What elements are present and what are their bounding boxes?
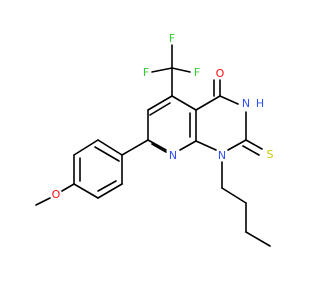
bond-ar5-ar6-double	[97, 180, 117, 192]
nitrogen-label-n3: N	[242, 97, 250, 110]
bond-cc-cd	[245, 231, 271, 247]
bond-ar5-ar6	[97, 183, 123, 199]
bond-c7-aryl	[121, 139, 149, 156]
bond-c7-n8	[147, 139, 167, 151]
bond-c7-n8-double	[151, 143, 167, 153]
bond-c5-c6	[147, 95, 173, 111]
bond-c4-n3	[219, 95, 239, 105]
bond-c2-n1	[227, 139, 247, 151]
molecule-diagram: F F F O N H S N N O	[35, 32, 274, 247]
bond-ar4-ar5	[73, 183, 99, 199]
atom-labels: F F F O N H S N N O	[52, 32, 274, 201]
molecule-structure: F F F O N H S N N O	[35, 32, 274, 247]
bond-cf3-left	[151, 67, 173, 73]
nitrogen-label-pyridine: N	[169, 149, 177, 162]
bond-c4a-c5	[171, 95, 197, 111]
oxygen-label-methoxy: O	[52, 188, 61, 201]
bond-n1-c8a	[195, 140, 217, 151]
bond-ar4-o	[61, 183, 75, 192]
fluorine-label-left: F	[143, 66, 149, 79]
bond-n8-c8a	[179, 140, 197, 151]
bond-ar1-ar2-double	[94, 146, 120, 162]
oxygen-label-carbonyl: O	[216, 67, 225, 80]
sulfur-label: S	[267, 148, 274, 161]
bond-lines	[35, 44, 271, 247]
bond-ar1-ar2	[97, 139, 123, 156]
bond-o-me	[35, 197, 51, 206]
hydrogen-label-nh: H	[256, 97, 264, 110]
fluorine-label-right: F	[194, 66, 200, 79]
bond-c2-s	[245, 139, 263, 150]
fluorine-label-top: F	[169, 32, 175, 45]
bond-ar2-ar3	[73, 139, 99, 156]
bond-ca-cb	[221, 187, 247, 204]
bond-c2-s-double	[242, 145, 260, 156]
bond-c5-c6-double	[149, 102, 171, 116]
bond-c4a-c4	[195, 95, 221, 111]
bond-cf3-right	[171, 67, 191, 73]
nitrogen-label-n1: N	[218, 149, 226, 162]
